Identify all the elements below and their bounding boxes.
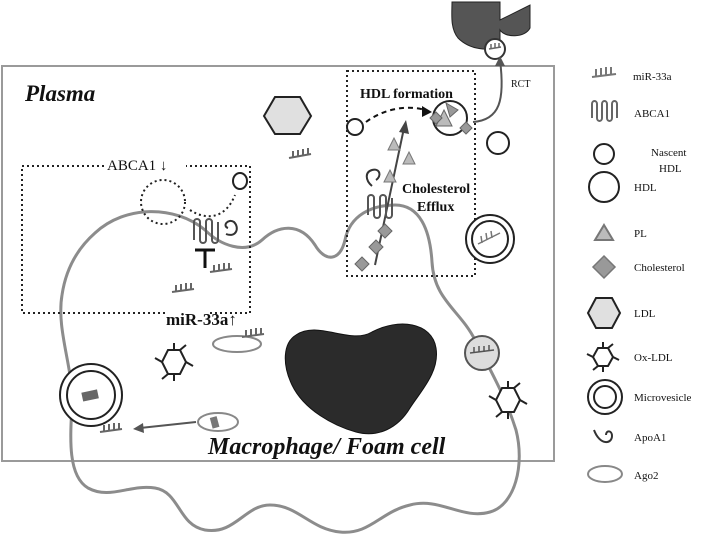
hdl-formation-arrow	[365, 106, 426, 123]
secretion-arrow	[139, 421, 197, 429]
pl-triangle-3	[383, 168, 397, 183]
macrophage-cell-outline	[59, 203, 521, 534]
legend-ago2-icon	[587, 465, 623, 483]
legend-hdl-icon	[588, 171, 620, 203]
mir33a-icon-lower	[99, 423, 123, 433]
legend: miR-33a ABCA1 Nascent HDL HDL PL Cholest…	[586, 67, 692, 483]
legend-microvesicle-icon	[587, 379, 623, 415]
rct-label: RCT	[511, 79, 530, 90]
rct-arrowhead	[495, 56, 505, 66]
efflux-arrow	[374, 127, 405, 266]
efflux-arrowhead	[399, 120, 409, 134]
legend-apoa1-icon	[593, 429, 614, 443]
legend-microvesicle-inner	[593, 385, 617, 409]
legend-abca1-icon	[591, 100, 618, 122]
hdl-diamond3-icon	[459, 121, 473, 135]
liver-mir33a-icon	[488, 43, 502, 50]
microvesicle-inner-right	[471, 220, 509, 258]
cholesterol-diamond-1	[377, 223, 393, 239]
plasma-box	[1, 65, 555, 462]
ldl-icon-plasma	[262, 96, 313, 135]
legend-label-cholesterol: Cholesterol	[634, 262, 685, 274]
mir33a-cargo-lower	[209, 416, 220, 429]
mir33a-icon-cell	[241, 328, 265, 338]
hdl-diamond-icon	[445, 101, 459, 118]
mir33a-cargo-left	[81, 389, 99, 402]
legend-ox-ldl-icon	[586, 342, 620, 372]
hdl-icon-plasma	[486, 131, 510, 155]
plasma-label: Plasma	[24, 81, 95, 106]
ago2-icon-cell	[212, 335, 262, 353]
efflux-label: Efflux	[417, 200, 454, 215]
legend-label-ldl: LDL	[634, 308, 656, 320]
ago2-circle-cell	[464, 335, 500, 371]
abca1-icon-right	[367, 194, 393, 219]
legend-label-microvesicle: Microvesicle	[634, 392, 692, 404]
hdl-diamond2-icon	[429, 111, 443, 125]
apoa1-icon-left	[224, 219, 238, 236]
pl-triangle-2	[402, 150, 416, 165]
microvesicle-inner-left	[66, 370, 116, 420]
hdl-formation-box	[346, 70, 476, 277]
endocytosis-dotted-circle	[140, 179, 186, 225]
legend-label-ago2: Ago2	[634, 470, 658, 482]
abca1-down-label: ABCA1 ↓	[107, 158, 167, 174]
nucleus	[284, 323, 437, 435]
microvesicle-icon-right	[465, 214, 515, 264]
cholesterol-diamond-2	[368, 239, 384, 255]
mir33a-icon-inhib	[209, 263, 233, 273]
ox-ldl-icon-right	[488, 381, 528, 419]
legend-label-nascent-hdl: HDL	[659, 163, 682, 175]
secretion-arrowhead	[133, 423, 144, 433]
macrophage-label: Macrophage/ Foam cell	[207, 434, 446, 460]
mir33a-icon-cell-right	[469, 345, 495, 354]
cholesterol-efflux-label: Cholesterol	[402, 182, 470, 197]
legend-label-ox-ldl: Ox-LDL	[634, 352, 673, 364]
mir33a-icon-left	[171, 283, 195, 293]
nascent-hdl-icon	[346, 118, 364, 136]
legend-ldl-icon	[586, 297, 622, 329]
apoa1-icon-efflux	[365, 168, 381, 187]
abca1-down-box	[21, 165, 251, 314]
hdl-formation-label: HDL formation	[360, 87, 453, 102]
legend-label-abca1: ABCA1	[634, 108, 670, 120]
cholesterol-diamond-3	[354, 256, 370, 272]
legend-label-hdl: HDL	[634, 182, 657, 194]
pl-triangle-1	[387, 136, 401, 151]
mir33a-icon-microvesicle	[477, 230, 501, 245]
legend-label-apoa1: ApoA1	[634, 432, 666, 444]
abca1-dotted-path	[189, 194, 236, 218]
legend-label-nascent: Nascent	[651, 147, 686, 159]
mir33a-icon-plasma	[288, 148, 312, 159]
liver-hdl-icon	[484, 38, 506, 60]
ox-ldl-icon-left	[154, 343, 194, 381]
nascent-hdl-small	[232, 172, 248, 190]
abca1-icon-left	[193, 218, 219, 244]
legend-nascent-hdl-icon	[593, 143, 615, 165]
legend-cholesterol-icon	[591, 254, 617, 280]
mir33a-up-label: miR-33a↑	[166, 310, 237, 329]
legend-pl-icon	[593, 223, 615, 241]
legend-label-mir33a: miR-33a	[633, 71, 672, 83]
hdl-formation-arrowhead	[422, 106, 432, 117]
rct-arrow	[472, 59, 503, 123]
legend-mir33a-icon	[591, 67, 617, 78]
legend-label-pl: PL	[634, 228, 647, 240]
